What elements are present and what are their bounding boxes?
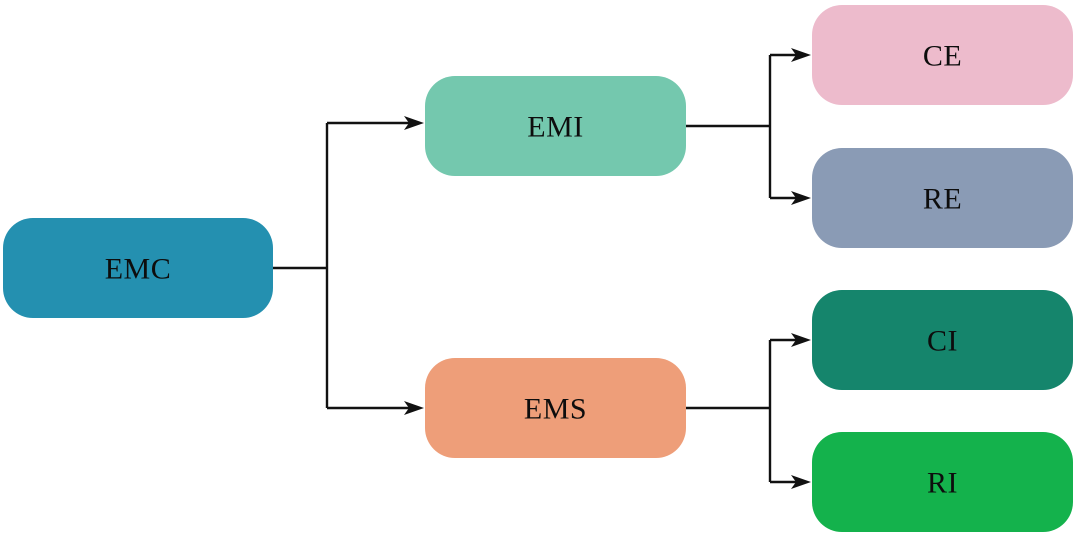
arrowhead-ems	[404, 401, 424, 415]
node-ci-label: CI	[927, 325, 958, 358]
node-emc[interactable]: EMC	[3, 218, 273, 318]
node-ci-box[interactable]	[812, 290, 1073, 390]
connector-group	[273, 48, 811, 489]
node-ce-box[interactable]	[812, 5, 1073, 105]
node-ems[interactable]: EMS	[425, 358, 686, 458]
node-ce-label: CE	[923, 40, 962, 73]
arrowhead-re	[791, 191, 811, 205]
node-emi-box[interactable]	[425, 76, 686, 176]
arrowhead-emi	[404, 116, 424, 130]
node-group: EMC EMI EMS CE RE	[3, 5, 1073, 532]
node-ri-label: RI	[927, 467, 958, 500]
node-re[interactable]: RE	[812, 148, 1073, 248]
node-emc-box[interactable]	[3, 218, 273, 318]
arrowhead-ri	[791, 475, 811, 489]
node-re-box[interactable]	[812, 148, 1073, 248]
node-ci[interactable]: CI	[812, 290, 1073, 390]
node-ems-label: EMS	[524, 393, 587, 426]
arrowhead-ce	[791, 48, 811, 62]
node-ce[interactable]: CE	[812, 5, 1073, 105]
node-emc-label: EMC	[105, 253, 172, 286]
arrowhead-ci	[791, 333, 811, 347]
node-re-label: RE	[923, 183, 962, 216]
node-ems-box[interactable]	[425, 358, 686, 458]
node-ri[interactable]: RI	[812, 432, 1073, 532]
node-emi[interactable]: EMI	[425, 76, 686, 176]
node-emi-label: EMI	[527, 111, 584, 144]
node-ri-box[interactable]	[812, 432, 1073, 532]
